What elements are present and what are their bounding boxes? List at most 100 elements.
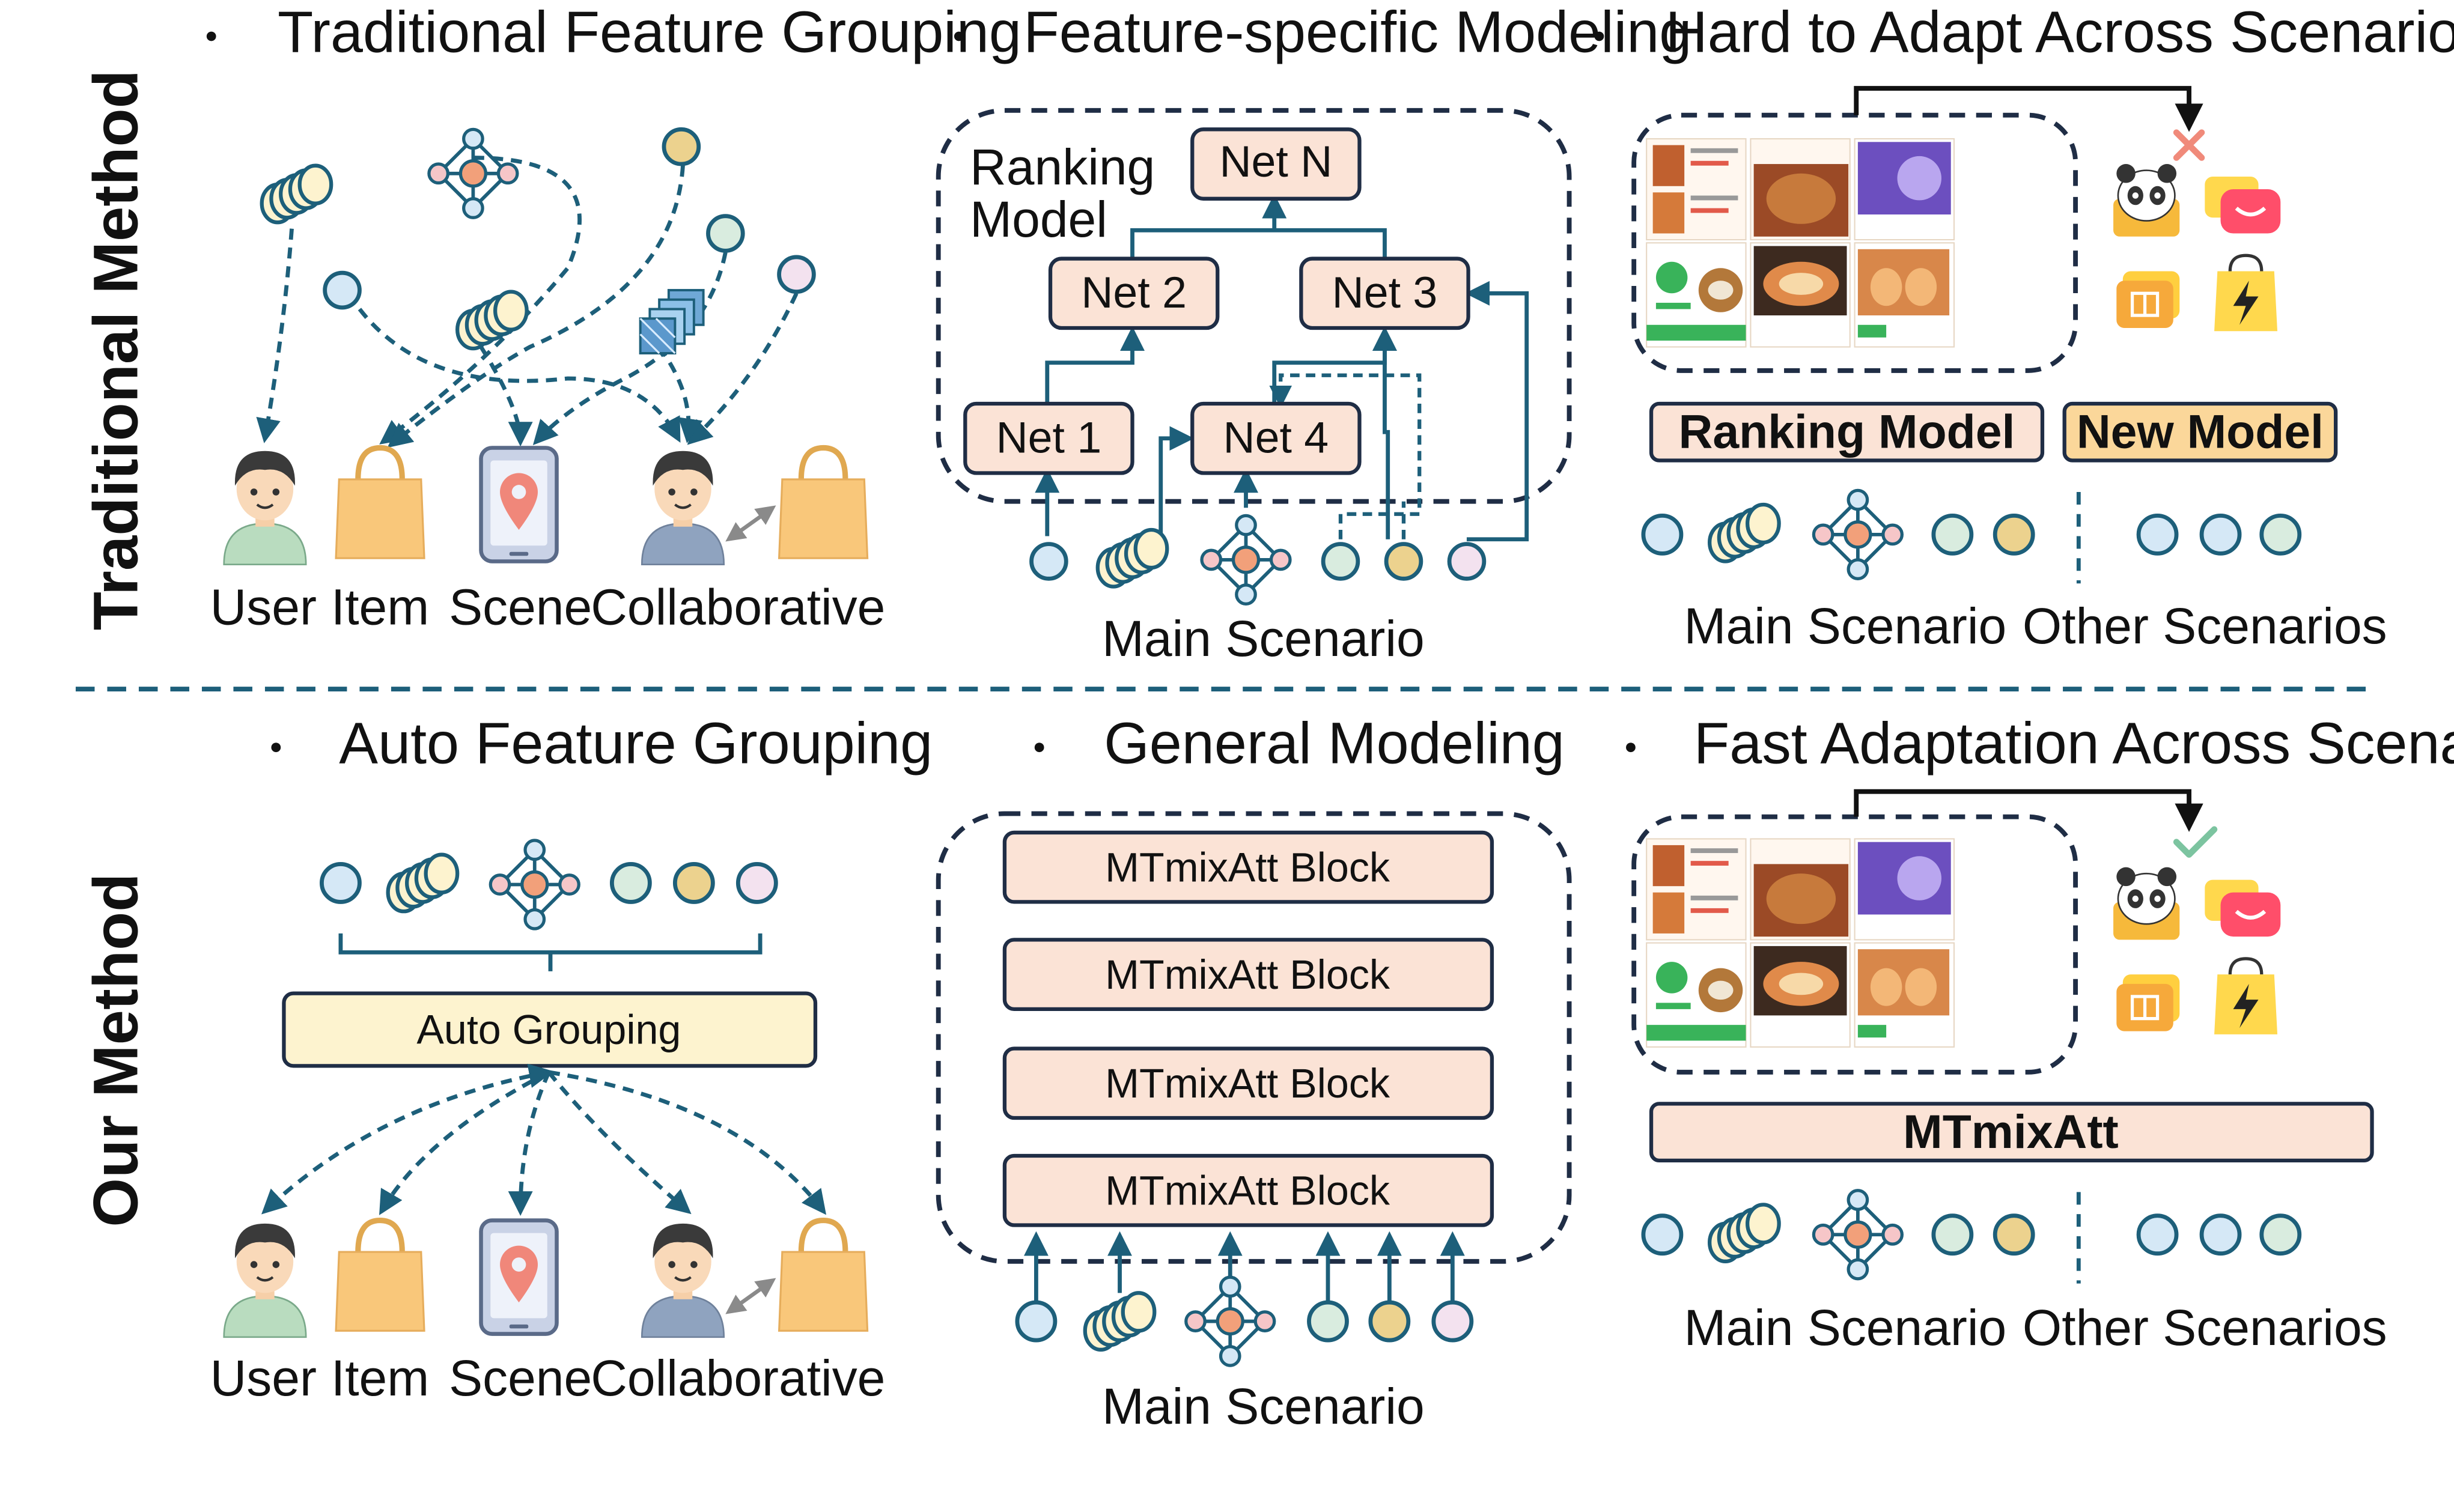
embedding-stack-icon bbox=[262, 166, 331, 222]
fast-adaptation-panel: MTmixAtt Main Scenario Other Scenarios bbox=[1631, 789, 2387, 1356]
feature-circle-icon bbox=[2199, 513, 2242, 556]
feature-specific-panel: Ranking Model Net N Net 2 Net 3 Net 1 Ne… bbox=[936, 108, 1572, 667]
feature-circle-icon bbox=[320, 862, 362, 904]
graph-network-icon bbox=[1813, 490, 1902, 578]
section-titles: Traditional Feature Grouping Feature-spe… bbox=[206, 0, 2454, 776]
label-user: User bbox=[210, 1350, 317, 1406]
title-general-modeling: General Modeling bbox=[1104, 710, 1565, 776]
ranking-model-label: Ranking Model bbox=[1679, 405, 2015, 458]
label-scene: Scene bbox=[449, 578, 592, 635]
traditional-grouping-panel: User Item Scene Collaborative bbox=[210, 127, 885, 635]
mtmixatt-block-label: MTmixAtt Block bbox=[1105, 952, 1390, 998]
shopping-bag-icon bbox=[336, 448, 424, 559]
phone-location-icon bbox=[481, 1221, 557, 1334]
mtmixatt-model-box bbox=[1649, 1102, 2374, 1163]
mtmixatt-block-label: MTmixAtt Block bbox=[1105, 845, 1390, 890]
label-collaborative: Collaborative bbox=[591, 1350, 885, 1406]
mtmixatt-model-label: MTmixAtt bbox=[1903, 1105, 2119, 1158]
feature-circle-icon bbox=[2259, 1213, 2302, 1256]
main-scenario-label: Main Scenario bbox=[1102, 610, 1425, 667]
feature-circle-icon bbox=[1993, 513, 2035, 556]
net-1-label: Net 1 bbox=[996, 412, 1102, 462]
graph-network-icon bbox=[1202, 515, 1290, 604]
feature-circle-icon bbox=[1641, 513, 1684, 556]
ranking-model-line1: Ranking bbox=[970, 139, 1155, 195]
feature-circle-icon bbox=[2199, 1213, 2242, 1256]
title-fast-adaptation: Fast Adaptation Across Scenarios bbox=[1694, 710, 2454, 776]
net-4-box bbox=[1190, 401, 1362, 475]
shopping-bag-icon bbox=[336, 1221, 424, 1331]
net-3-box bbox=[1299, 257, 1470, 330]
collaborative-user-icon bbox=[642, 451, 723, 565]
graph-network-icon bbox=[429, 129, 517, 217]
graph-network-icon bbox=[490, 840, 579, 929]
feature-circle-icon bbox=[1368, 1300, 1411, 1343]
cross-mark-icon bbox=[2173, 129, 2205, 161]
mtmixatt-block-4 bbox=[1002, 1153, 1494, 1227]
user-avatar-icon bbox=[224, 1224, 306, 1337]
title-traditional-grouping: Traditional Feature Grouping bbox=[278, 0, 1021, 65]
embedding-stack-icon bbox=[1710, 1204, 1779, 1261]
label-user: User bbox=[210, 578, 317, 635]
feature-circle-icon bbox=[1993, 1213, 2035, 1256]
graph-network-icon bbox=[1813, 1191, 1902, 1279]
net-2-label: Net 2 bbox=[1081, 267, 1187, 317]
feature-circle-icon bbox=[1321, 542, 1360, 581]
feature-circle-icon bbox=[1029, 542, 1068, 581]
app-thumbnails bbox=[1645, 138, 1955, 348]
title-auto-grouping: Auto Feature Grouping bbox=[339, 710, 933, 776]
grouping-brace bbox=[338, 933, 763, 971]
row-label-traditional: Traditional Method bbox=[81, 70, 151, 630]
bullet-icon bbox=[1034, 742, 1044, 753]
app-icons-cluster bbox=[2113, 164, 2280, 331]
feature-circle-icon bbox=[1931, 513, 1974, 556]
label-item: Item bbox=[331, 578, 429, 635]
title-hard-to-adapt: Hard to Adapt Across Scenarios bbox=[1666, 0, 2454, 65]
embedding-stack-icon bbox=[1085, 1293, 1154, 1349]
auto-grouping-panel: Auto Grouping User Item Scene Collaborat… bbox=[210, 840, 885, 1406]
feature-circle-icon bbox=[323, 270, 362, 310]
mtmixatt-block-label: MTmixAtt Block bbox=[1105, 1061, 1390, 1107]
embedding-stack-icon bbox=[388, 855, 457, 911]
hard-to-adapt-panel: Ranking Model New Model Main Scenario Ot… bbox=[1631, 86, 2387, 654]
bullet-icon bbox=[271, 742, 281, 753]
embedding-stack-icon bbox=[457, 292, 526, 348]
net-n-box bbox=[1190, 127, 1362, 201]
title-feature-specific: Feature-specific Modeling bbox=[1023, 0, 1691, 65]
feature-circle-icon bbox=[1384, 542, 1423, 581]
main-scenario-label: Main Scenario bbox=[1684, 1299, 2006, 1356]
feature-circle-icon bbox=[735, 862, 778, 904]
feature-circle-icon bbox=[2136, 1213, 2179, 1256]
phone-location-icon bbox=[481, 448, 557, 562]
feature-circle-icon bbox=[1307, 1300, 1349, 1343]
bullet-icon bbox=[1626, 742, 1636, 753]
collaborative-user-icon bbox=[642, 1224, 723, 1337]
main-scenario-label: Main Scenario bbox=[1102, 1378, 1425, 1435]
other-scenarios-label: Other Scenarios bbox=[2023, 598, 2387, 654]
shopping-bag-icon bbox=[779, 448, 868, 559]
net-2-box bbox=[1048, 257, 1220, 330]
label-scene: Scene bbox=[449, 1350, 592, 1406]
net-1-box bbox=[963, 401, 1134, 475]
feature-circle-icon bbox=[672, 862, 715, 904]
feature-circle-icon bbox=[2259, 513, 2302, 556]
feature-circle-icon bbox=[1015, 1300, 1058, 1343]
feature-circle-icon bbox=[609, 862, 652, 904]
bullet-icon bbox=[206, 31, 216, 41]
graph-network-icon bbox=[1186, 1277, 1274, 1365]
feature-circle-icon bbox=[662, 127, 701, 166]
mtmixatt-frame bbox=[936, 811, 1572, 1264]
mtmixatt-block-label: MTmixAtt Block bbox=[1105, 1168, 1390, 1213]
mtmixatt-block-3 bbox=[1002, 1046, 1494, 1120]
embedding-stack-icon bbox=[1710, 505, 1779, 561]
general-modeling-panel: MTmixAtt Block MTmixAtt Block MTmixAtt B… bbox=[936, 811, 1572, 1435]
bullet-icon bbox=[954, 31, 964, 41]
feature-circle-icon bbox=[1447, 542, 1487, 581]
ranking-model-frame bbox=[936, 108, 1572, 504]
row-label-ours: Our Method bbox=[81, 873, 151, 1227]
main-scenario-label: Main Scenario bbox=[1684, 598, 2006, 654]
check-mark-icon bbox=[2173, 826, 2218, 858]
embedding-stack-icon bbox=[1098, 530, 1167, 586]
app-thumbnails bbox=[1645, 838, 1955, 1048]
